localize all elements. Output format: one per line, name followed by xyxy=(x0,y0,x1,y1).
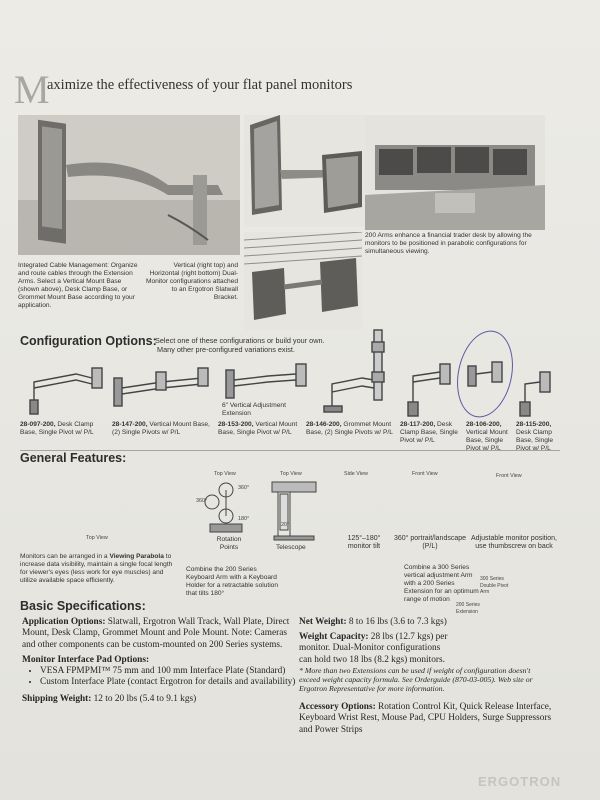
rotation-label: Rotation Points xyxy=(216,536,242,551)
view-label: Top View xyxy=(86,535,108,541)
config-intro-line1: Select one of these configurations or bu… xyxy=(155,336,325,345)
viewing-parabola-text: Monitors can be arranged in a Viewing Pa… xyxy=(20,553,180,585)
accessory-label: Accessory Options: xyxy=(299,702,376,712)
mount-28-146-200 xyxy=(318,328,388,414)
capacity-label: Weight Capacity: xyxy=(299,632,369,642)
view-label: Front View xyxy=(496,473,522,479)
adjustable-label: Adjustable monitor position, use thumbsc… xyxy=(471,535,557,550)
specs-heading: Basic Specifications: xyxy=(20,599,146,613)
portrait-label: 360° portrait/landscape (P/L) xyxy=(393,535,467,550)
config-item-5: 28-117-200, Desk Clamp Base, Single Pivo… xyxy=(400,421,464,445)
net-text: 8 to 16 lbs (3.6 to 7.3 kgs) xyxy=(346,617,447,627)
interface-item: Custom Interface Plate (contact Ergotron… xyxy=(40,677,304,688)
config-item-desc: Vertical Mount Base, (2) Single Pivots w… xyxy=(112,421,210,436)
weight-capacity: Weight Capacity: 28 lbs (12.7 kgs) per m… xyxy=(299,632,449,666)
config-item-1: 28-097-200, Desk Clamp Base, Single Pivo… xyxy=(20,421,102,437)
caption-cable-management: Integrated Cable Management: Organize an… xyxy=(18,262,138,309)
caption-dual-monitor: Vertical (right top) and Horizontal (rig… xyxy=(146,262,239,301)
config-item-6: 28-106-200, Vertical Mount Base, Single … xyxy=(466,421,512,453)
interface-item: VESA FPMPMI™ 75 mm and 100 mm Interface … xyxy=(40,666,304,677)
combine-note: Combine a 300 Series vertical adjustment… xyxy=(404,564,479,603)
mount-28-106-200 xyxy=(466,360,508,390)
config-item-num: 28-115-200, xyxy=(516,421,552,428)
telescope-label: Telescope xyxy=(276,544,306,551)
config-item-num: 28-153-200, xyxy=(218,421,254,428)
telescope-diagram xyxy=(270,480,318,542)
mount-28-147-200 xyxy=(112,364,212,412)
config-divider xyxy=(20,450,560,451)
angle-180: 180° xyxy=(238,516,250,522)
page-title: M aximize the effectiveness of your flat… xyxy=(14,70,574,110)
config-item-desc: Grommet Mount Base, (2) Single Pivots w/… xyxy=(306,421,393,436)
interface-list: VESA FPMPMI™ 75 mm and 100 mm Interface … xyxy=(22,666,304,689)
net-label: Net Weight: xyxy=(299,617,347,627)
view-label: Side View xyxy=(344,471,368,477)
photo-dual-monitor xyxy=(244,115,366,227)
config-intro-line2: Many other pre-configured variations exi… xyxy=(157,344,295,354)
parabola-pre: Monitors can be arranged in a xyxy=(20,553,110,560)
config-item-num: 28-106-200, xyxy=(466,421,502,428)
series-200-label: 200 Series Extension xyxy=(456,602,480,615)
accessory-text: Rotation Control Kit, Quick Release Inte… xyxy=(299,702,552,735)
config-item-desc: Desk Clamp Base, Single Pivot w/ P/L xyxy=(20,421,94,436)
config-item-desc: Desk Clamp Base, Single Pivot w/ P/L xyxy=(516,429,554,452)
photo-cable-management xyxy=(18,115,240,255)
angle-360-side: 360° xyxy=(196,498,208,504)
mount-28-097-200 xyxy=(28,360,106,416)
tilt-label: 125°–180° monitor tilt xyxy=(347,535,381,550)
view-label: Top View xyxy=(280,471,302,477)
shipping-text: 12 to 20 lbs (5.4 to 9.1 kgs) xyxy=(91,694,197,704)
features-heading: General Features: xyxy=(20,451,127,465)
keyboard-arm-note: Combine the 200 Series Keyboard Arm with… xyxy=(186,566,278,597)
shipping-weight: Shipping Weight: 12 to 20 lbs (5.4 to 9.… xyxy=(22,694,292,705)
vertical-adjustment-callout: 6" Vertical Adjustment Extension xyxy=(222,402,286,417)
series-300-label: 300 Series Double Pivot Arm xyxy=(480,576,509,596)
capacity-note: * More than two Extensions can be used i… xyxy=(299,666,533,693)
footer-logo: ERGOTRON xyxy=(478,774,562,789)
parabola-bold: Viewing Parabola xyxy=(109,553,164,560)
config-item-num: 28-146-200, xyxy=(306,421,342,428)
interface-heading: Monitor Interface Pad Options: xyxy=(22,655,150,665)
capacity-text: 28 lbs (12.7 kgs) per monitor. Dual-Moni… xyxy=(299,632,448,665)
view-label: Top View xyxy=(214,471,236,477)
config-item-2: 28-147-200, Vertical Mount Base, (2) Sin… xyxy=(112,421,212,437)
application-options: Application Options: Slatwall, Ergotron … xyxy=(22,617,290,651)
application-label: Application Options: xyxy=(22,617,106,627)
rotation-diagram xyxy=(196,478,258,534)
caption-trader-desk: 200 Arms enhance a financial trader desk… xyxy=(365,232,532,255)
config-item-desc: Vertical Mount Base, Single Pivot w/ P/L xyxy=(466,429,508,452)
angle-360: 360° xyxy=(238,485,250,491)
config-item-desc: Desk Clamp Base, Single Pivot w/ P/L xyxy=(400,421,458,444)
angle-20: 20° xyxy=(281,522,290,528)
shipping-label: Shipping Weight: xyxy=(22,694,92,704)
ink-circle-annotation xyxy=(449,325,521,423)
mount-28-153-200 xyxy=(224,362,310,402)
config-item-7: 28-115-200, Desk Clamp Base, Single Pivo… xyxy=(516,421,558,453)
config-heading: Configuration Options: xyxy=(20,334,157,348)
photo-horizontal-dual xyxy=(244,232,362,330)
application-text: Slatwall, Ergotron Wall Track, Wall Plat… xyxy=(22,617,290,650)
view-label: Front View xyxy=(412,471,438,477)
mount-28-117-200 xyxy=(404,362,456,418)
photo-trader-desk xyxy=(365,115,545,230)
net-weight: Net Weight: 8 to 16 lbs (3.6 to 7.3 kgs) xyxy=(299,617,561,628)
drop-cap: M xyxy=(14,67,50,112)
config-item-desc: Vertical Mount Base, Single Pivot w/ P/L xyxy=(218,421,298,436)
config-item-num: 28-147-200, xyxy=(112,421,148,428)
config-item-num: 28-117-200, xyxy=(400,421,436,428)
config-item-4: 28-146-200, Grommet Mount Base, (2) Sing… xyxy=(306,421,402,437)
title-text: aximize the effectiveness of your flat p… xyxy=(47,77,353,93)
config-intro: Select one of these configurations or bu… xyxy=(155,336,385,354)
parabola-post: to increase data visibility, maintain a … xyxy=(20,553,173,584)
config-item-num: 28-097-200, xyxy=(20,421,56,428)
config-item-3: 28-153-200, Vertical Mount Base, Single … xyxy=(218,421,310,437)
accessory-options: Accessory Options: Rotation Control Kit,… xyxy=(299,702,561,736)
mount-28-115-200 xyxy=(516,370,556,418)
